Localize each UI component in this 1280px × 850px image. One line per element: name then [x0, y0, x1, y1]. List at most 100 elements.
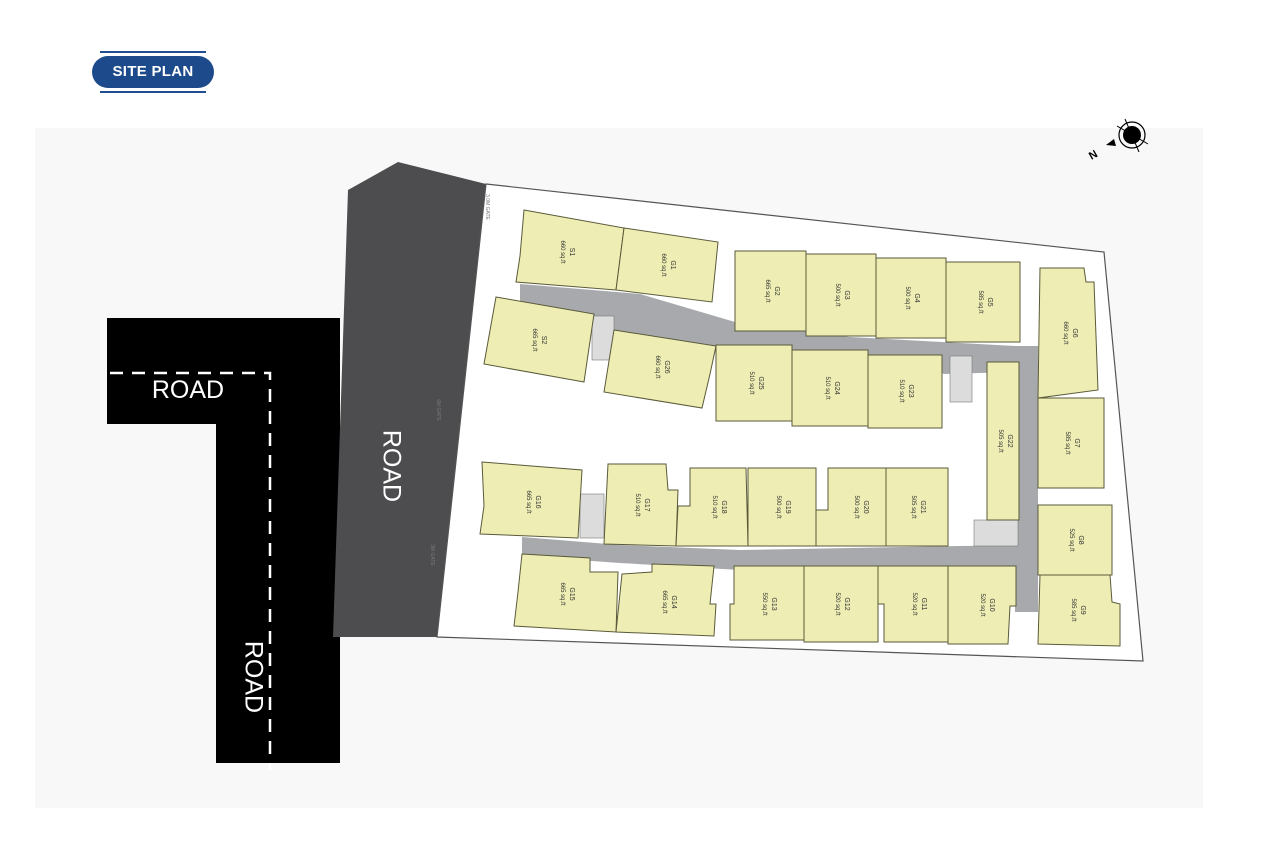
unit-G17-id: G17 — [643, 498, 650, 511]
unit-S2-id: S2 — [540, 336, 547, 345]
unit-G1[interactable]: G1 660 sq.ft — [615, 227, 719, 303]
unit-G17-outline — [603, 463, 679, 547]
unit-G25-area: 510 sq.ft — [748, 371, 754, 394]
unit-G5[interactable]: G5 585 sq.ft — [945, 261, 1021, 343]
unit-G22-outline — [986, 361, 1020, 521]
unit-G25[interactable]: G25 510 sq.ft — [715, 344, 793, 422]
unit-G16[interactable]: G16 665 sq.ft — [479, 461, 583, 539]
unit-G23[interactable]: G23 510 sq.ft — [867, 354, 943, 429]
unit-G8-id: G8 — [1077, 535, 1084, 544]
unit-G22[interactable]: G22 505 sq.ft — [986, 361, 1020, 521]
side-road-vertical-label: ROAD — [239, 641, 267, 713]
unit-G6-id: G6 — [1071, 328, 1078, 337]
unit-G21[interactable]: G21 505 sq.ft — [885, 467, 949, 547]
unit-G19-id: G19 — [784, 500, 791, 513]
unit-G23-id: G23 — [907, 384, 914, 397]
unit-G6[interactable]: G6 660 sq.ft — [1037, 267, 1099, 399]
unit-S2[interactable]: S2 665 sq.ft — [483, 296, 595, 383]
unit-G18-id: G18 — [720, 500, 727, 513]
unit-G8-area: 525 sq.ft — [1068, 528, 1074, 551]
unit-G13-id: G13 — [770, 597, 777, 610]
stairs — [579, 315, 1019, 547]
north-compass-icon: N — [1087, 118, 1149, 163]
unit-G8[interactable]: G8 525 sq.ft — [1037, 504, 1113, 576]
unit-G25-id: G25 — [757, 376, 764, 389]
side-road-horizontal-label: ROAD — [152, 376, 224, 404]
unit-G24[interactable]: G24 510 sq.ft — [791, 349, 869, 427]
unit-G21-outline — [885, 467, 949, 547]
unit-G7-area: 585 sq.ft — [1064, 431, 1070, 454]
unit-S2-area: 665 sq.ft — [531, 328, 537, 351]
unit-G17-area: 510 sq.ft — [634, 493, 640, 516]
unit-G5-id: G5 — [986, 297, 993, 306]
unit-G4-area: 500 sq.ft — [904, 286, 910, 309]
unit-G2[interactable]: G2 665 sq.ft — [734, 250, 807, 332]
road-center-line — [110, 371, 272, 770]
unit-G26-id: G26 — [663, 360, 670, 373]
unit-G12[interactable]: G12 520 sq.ft — [803, 565, 879, 643]
unit-G2-id: G2 — [773, 286, 780, 295]
unit-G12-outline — [803, 565, 879, 643]
unit-G3-area: 500 sq.ft — [834, 283, 840, 306]
unit-G7-outline — [1037, 397, 1105, 489]
unit-G18[interactable]: G18 510 sq.ft — [675, 467, 749, 547]
unit-G9-id: G9 — [1079, 605, 1086, 614]
main-road — [333, 162, 486, 637]
unit-S2-outline — [483, 296, 595, 383]
site-plan-badge: SITE PLAN — [92, 51, 214, 93]
unit-G10[interactable]: G10 520 sq.ft — [947, 565, 1017, 645]
unit-G10-area: 520 sq.ft — [979, 593, 985, 616]
unit-S1[interactable]: S1 660 sq.ft — [515, 209, 625, 291]
gate-label-middle: 6M GATE — [435, 399, 441, 421]
unit-S1-id: S1 — [568, 248, 575, 257]
unit-G19[interactable]: G19 500 sq.ft — [747, 467, 817, 547]
unit-G4[interactable]: G4 500 sq.ft — [875, 257, 947, 339]
unit-G17[interactable]: G17 510 sq.ft — [603, 463, 679, 547]
unit-G1-outline — [615, 227, 719, 303]
unit-G19-outline — [747, 467, 817, 547]
unit-G16-outline — [479, 461, 583, 539]
unit-G8-outline — [1037, 504, 1113, 576]
unit-G23-area: 510 sq.ft — [898, 379, 904, 402]
unit-G24-id: G24 — [833, 381, 840, 394]
unit-G20[interactable]: G20 500 sq.ft — [815, 467, 887, 547]
unit-G1-id: G1 — [669, 260, 676, 269]
unit-G21-area: 505 sq.ft — [910, 495, 916, 518]
corridor-lower — [522, 537, 1038, 570]
unit-G5-outline — [945, 261, 1021, 343]
unit-G12-area: 520 sq.ft — [834, 592, 840, 615]
unit-G14-outline — [615, 563, 717, 637]
unit-G25-outline — [715, 344, 793, 422]
unit-G1-area: 660 sq.ft — [660, 253, 666, 276]
unit-G6-area: 660 sq.ft — [1062, 321, 1068, 344]
unit-G13[interactable]: G13 550 sq.ft — [729, 565, 805, 641]
unit-G18-outline — [675, 467, 749, 547]
unit-G19-area: 500 sq.ft — [775, 495, 781, 518]
unit-G7[interactable]: G7 585 sq.ft — [1037, 397, 1105, 489]
side-road — [107, 318, 340, 763]
unit-G23-outline — [867, 354, 943, 429]
unit-G20-id: G20 — [862, 500, 869, 513]
unit-G3-outline — [805, 253, 877, 337]
unit-G22-id: G22 — [1006, 434, 1013, 447]
unit-G21-id: G21 — [919, 500, 926, 513]
unit-S1-area: 660 sq.ft — [559, 240, 565, 263]
unit-G2-outline — [734, 250, 807, 332]
unit-G20-area: 500 sq.ft — [853, 495, 859, 518]
unit-G13-area: 550 sq.ft — [761, 592, 767, 615]
unit-G15-id: G15 — [568, 587, 575, 600]
unit-G10-id: G10 — [988, 598, 995, 611]
unit-G14[interactable]: G14 665 sq.ft — [615, 563, 717, 637]
unit-G22-area: 505 sq.ft — [997, 429, 1003, 452]
unit-G3[interactable]: G3 500 sq.ft — [805, 253, 877, 337]
unit-G4-outline — [875, 257, 947, 339]
unit-G15-outline — [513, 553, 619, 633]
unit-G18-area: 510 sq.ft — [711, 495, 717, 518]
unit-G16-id: G16 — [534, 495, 541, 508]
unit-G26[interactable]: G26 660 sq.ft — [603, 329, 717, 409]
unit-G12-id: G12 — [843, 597, 850, 610]
unit-G9[interactable]: G9 585 sq.ft — [1037, 574, 1121, 647]
unit-G11[interactable]: G11 520 sq.ft — [877, 565, 949, 643]
unit-G15[interactable]: G15 665 sq.ft — [513, 553, 619, 633]
